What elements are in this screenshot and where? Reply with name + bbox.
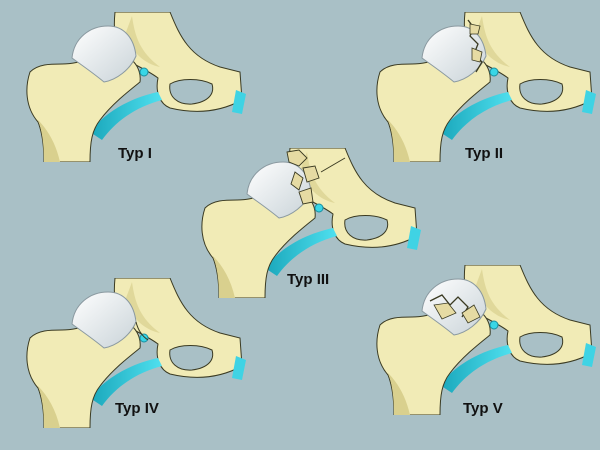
label-typ-v: Typ V — [463, 400, 503, 417]
hip-joint-illustration — [195, 148, 425, 298]
panel-typ-iii: Typ III — [195, 148, 425, 298]
fracture-line — [429, 294, 469, 318]
fracture-line — [320, 157, 346, 173]
panel-typ-ii: Typ II — [370, 12, 600, 162]
fracture-fragment — [469, 23, 481, 35]
fracture-fragment — [298, 187, 314, 205]
hip-joint-illustration — [370, 265, 600, 415]
label-typ-iii: Typ III — [287, 271, 330, 288]
label-typ-i: Typ I — [118, 145, 152, 162]
fracture-fragment — [461, 304, 481, 324]
label-typ-iv: Typ IV — [115, 400, 159, 417]
fracture-line — [135, 321, 149, 341]
hip-joint-illustration — [20, 12, 250, 162]
panel-typ-iv: Typ IV — [20, 278, 250, 428]
hip-joint-illustration — [20, 278, 250, 428]
label-typ-ii: Typ II — [465, 145, 504, 162]
fracture-fragment — [471, 47, 483, 63]
fracture-fragment — [286, 149, 308, 167]
fracture-fragment — [302, 165, 320, 183]
panel-typ-v: Typ V — [370, 265, 600, 417]
fracture-fragment — [290, 171, 304, 191]
hip-joint-illustration — [370, 12, 600, 162]
fracture-fragment — [433, 302, 457, 320]
panel-typ-i: Typ I — [20, 12, 250, 162]
